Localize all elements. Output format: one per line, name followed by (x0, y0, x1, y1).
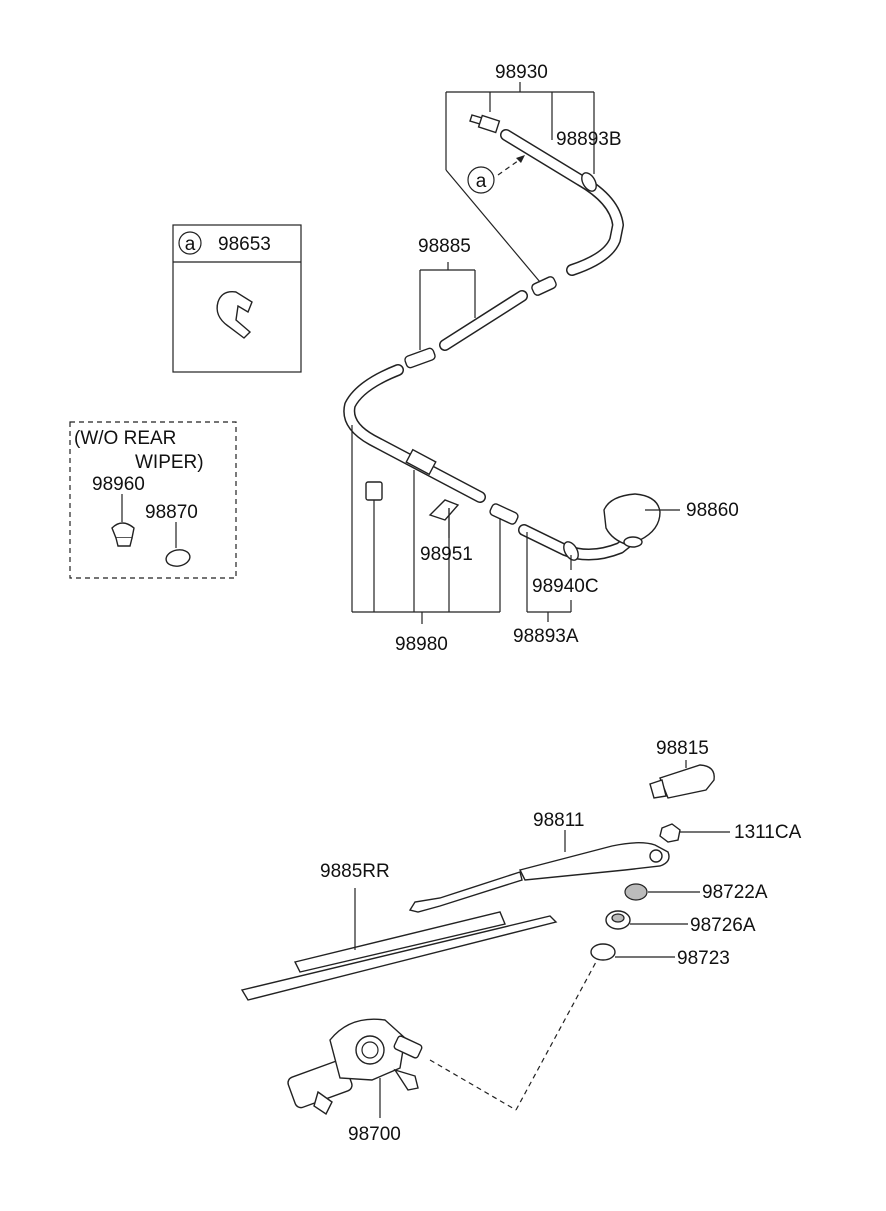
label-98960: 98960 (92, 474, 145, 495)
nut-1311CA (659, 823, 681, 843)
wo-rear-wiper-box (69, 421, 237, 579)
rear-wiper-assembly (240, 760, 730, 1118)
label-98815: 98815 (656, 738, 709, 759)
part-labels: 98930 98893B 98885 98653 (W/O REAR WIPER… (74, 62, 802, 1145)
wiper-motor (287, 1018, 423, 1116)
label-98980: 98980 (395, 634, 448, 655)
ref-a-text: a (476, 171, 487, 192)
label-wo-rear-2: WIPER) (135, 452, 204, 473)
label-98726A: 98726A (690, 915, 756, 936)
ref-a-circle (467, 166, 495, 194)
label-98893A: 98893A (513, 626, 579, 647)
clip-98653 (216, 291, 253, 339)
plug-98960 (111, 522, 135, 539)
leader-lines-upper (351, 82, 680, 624)
cap-98870 (165, 549, 191, 567)
washer-nozzle (603, 493, 661, 546)
label-98653: 98653 (218, 234, 271, 255)
label-1311CA: 1311CA (734, 822, 802, 843)
cap-98723 (590, 943, 616, 961)
cover-98815 (659, 764, 715, 799)
wiper-arm (518, 842, 670, 881)
label-98930: 98930 (495, 62, 548, 83)
label-98811: 98811 (533, 810, 584, 831)
ref-a-box-text: a (185, 234, 196, 255)
label-98860: 98860 (686, 500, 739, 521)
label-98722A: 98722A (702, 882, 768, 903)
label-98893B: 98893B (556, 129, 622, 150)
detail-box-98653: a (172, 224, 302, 373)
washer-hose-assembly (343, 114, 661, 561)
label-98940C: 98940C (532, 576, 599, 597)
label-9885RR: 9885RR (320, 861, 390, 882)
label-98951: 98951 (420, 544, 473, 565)
washer-98722A (624, 883, 648, 901)
label-98885: 98885 (418, 236, 471, 257)
label-98723: 98723 (677, 948, 730, 969)
label-98870: 98870 (145, 502, 198, 523)
label-wo-rear-1: (W/O REAR (74, 428, 176, 449)
label-98700: 98700 (348, 1124, 401, 1145)
wiper-blade (240, 915, 558, 1001)
